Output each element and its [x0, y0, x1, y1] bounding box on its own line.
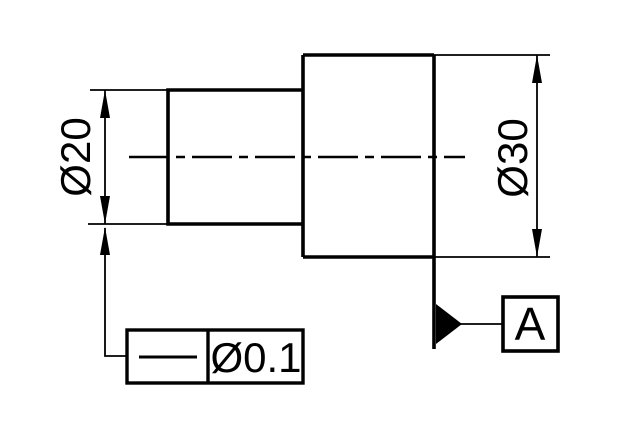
- arrowheads: [100, 55, 542, 344]
- part-outline: [166, 53, 436, 349]
- dimension-lines: [88, 54, 550, 357]
- d30-arrow-up-icon: [532, 55, 542, 83]
- d30-arrow-down-icon: [532, 229, 542, 257]
- datum-triangle-icon: [436, 304, 462, 344]
- datum-feature-symbol: A: [501, 295, 560, 353]
- d20-arrow-up-icon: [100, 90, 110, 118]
- d20-arrow-down-icon: [100, 196, 110, 224]
- datum-label: A: [515, 298, 546, 350]
- feature-control-frame: Ø0.1: [125, 328, 305, 385]
- d20-dimension-label: Ø20: [52, 117, 99, 196]
- fcf-leader-line: [104, 228, 127, 357]
- d30-dimension-label: Ø30: [489, 118, 536, 197]
- fcf-tolerance-label: Ø0.1: [210, 334, 301, 381]
- datum-box-border: [501, 295, 560, 353]
- fcf-leader-arrow-icon: [100, 227, 110, 255]
